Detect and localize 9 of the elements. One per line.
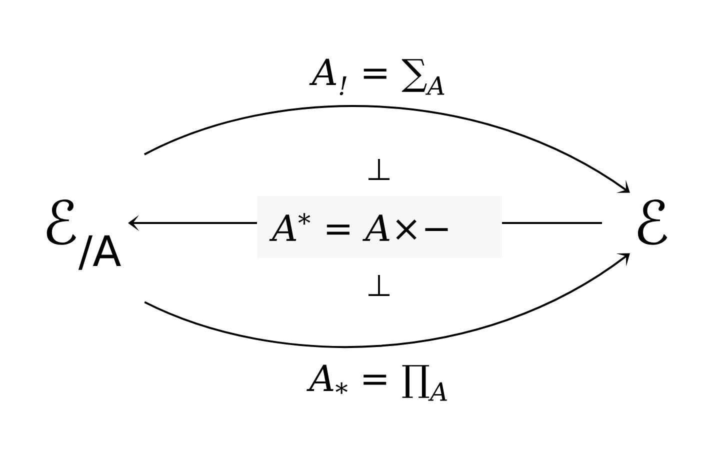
math-label: ℰ bbox=[638, 199, 668, 245]
arrow bbox=[144, 105, 630, 193]
edge-label: A$^{*}$ = A×− bbox=[257, 196, 502, 258]
edge-label: A$_{*}$ = ∏$_{A}$ bbox=[306, 364, 447, 401]
edge-label: A$_{!}$ = ∑$_{A}$ bbox=[309, 58, 444, 96]
perp-symbol: ⊥ bbox=[368, 275, 390, 296]
perp-symbol: ⊥ bbox=[368, 159, 390, 180]
arrow bbox=[144, 253, 630, 348]
math-label: ℰ$_{/A}$ bbox=[46, 199, 121, 270]
